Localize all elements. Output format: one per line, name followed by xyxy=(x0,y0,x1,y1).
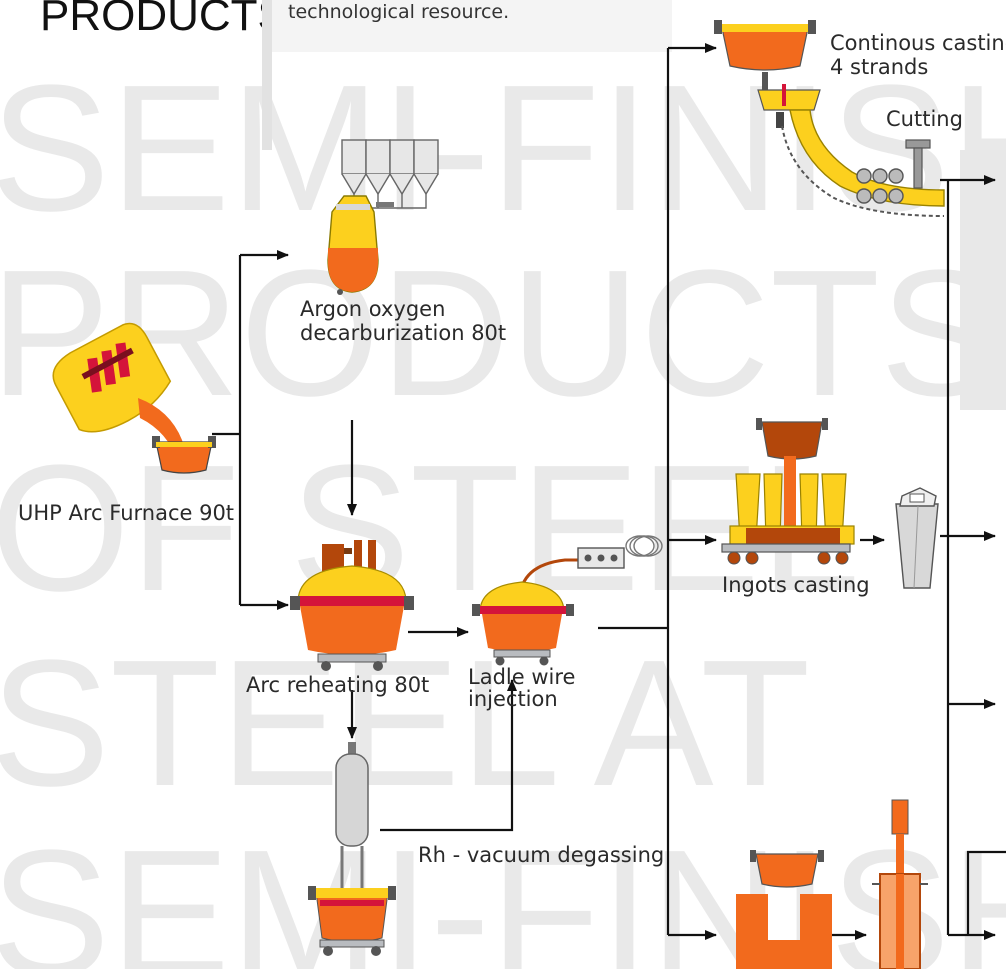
rh-vacuum-icon xyxy=(308,742,396,956)
bg-word-3: OF STEEL xyxy=(0,428,860,629)
bottom-casting-icon xyxy=(736,799,928,969)
ingots-casting-icon xyxy=(721,418,939,589)
label-arc-reheating: Arc reheating 80t xyxy=(246,673,429,697)
label-ladle-2: injection xyxy=(468,687,558,711)
page-title-fragment: PRODUCTS. xyxy=(40,0,299,40)
flow-lines xyxy=(212,43,1006,940)
label-casting-1: Continous casting xyxy=(830,31,1006,55)
label-ingots: Ingots casting xyxy=(722,573,870,597)
arc-reheating-icon xyxy=(290,540,414,671)
label-furnace: UHP Arc Furnace 90t xyxy=(18,501,234,525)
ladle-wire-injection-icon xyxy=(472,535,663,666)
intro-panel xyxy=(262,0,672,52)
intro-text-fragment: technological resource. xyxy=(288,1,509,23)
label-vacuum: Rh - vacuum degassing xyxy=(418,843,664,867)
aod-converter-icon xyxy=(327,139,439,295)
bg-word-5: SEMI-FINISHED xyxy=(0,813,1006,969)
intro-panel-shadow xyxy=(262,0,272,150)
right-edge-panel xyxy=(960,150,1006,410)
label-aod-1: Argon oxygen xyxy=(300,297,445,321)
label-casting-2: 4 strands xyxy=(830,55,928,79)
label-ladle-1: Ladle wire xyxy=(468,665,575,689)
continuous-casting-icon xyxy=(714,20,945,217)
bg-word-4: STEEL AT xyxy=(0,623,810,824)
bg-word-2: PRODUCTS xyxy=(0,233,1000,434)
background-watermark: SEMI-FINISHED PRODUCTS OF STEEL STEEL AT… xyxy=(0,48,1006,969)
bg-word-1: SEMI-FINISHED xyxy=(0,48,1006,249)
label-cutting: Cutting xyxy=(886,107,963,131)
label-aod-2: decarburization 80t xyxy=(300,321,506,345)
uhp-furnace-icon xyxy=(52,322,216,474)
